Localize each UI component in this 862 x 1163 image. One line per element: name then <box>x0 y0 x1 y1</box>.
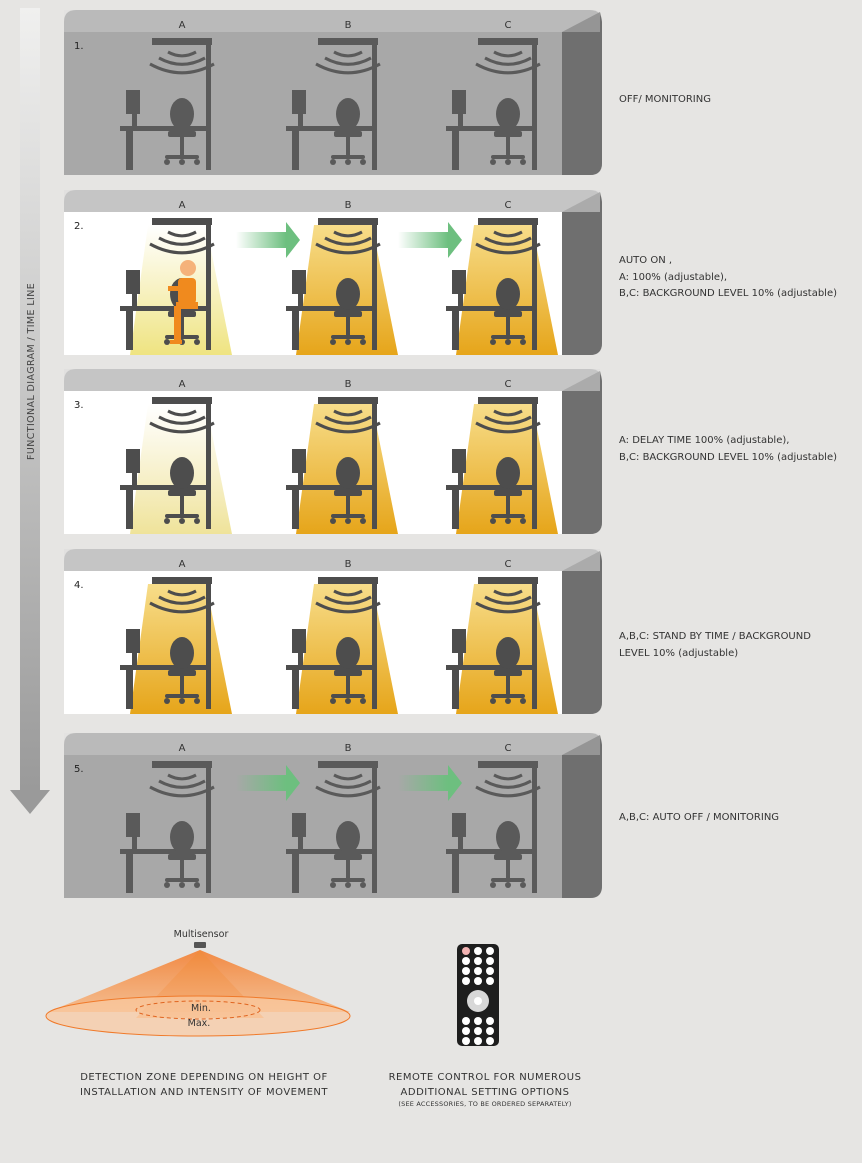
stage-description-5: A,B,C: AUTO OFF / MONITORING <box>619 812 780 823</box>
motion-arrow-1 <box>236 765 300 801</box>
motion-arrow-2 <box>398 765 462 801</box>
column-label-A: A <box>178 200 186 211</box>
remote-caption-line3: (SEE ACCESSORIES, TO BE ORDERED SEPARATE… <box>398 1100 572 1108</box>
column-label-A: A <box>178 379 186 390</box>
step-number: 2. <box>74 221 84 232</box>
workstation-B <box>286 397 381 529</box>
column-label-B: B <box>344 559 352 570</box>
motion-arrow-1 <box>236 222 300 258</box>
column-label-B: B <box>344 200 352 211</box>
timeline-label: FUNCTIONAL DIAGRAM / TIME LINE <box>26 282 37 460</box>
column-label-B: B <box>344 379 352 390</box>
stage-4: A B C 4. <box>64 549 602 714</box>
step-number: 1. <box>74 41 84 52</box>
min-label: Min. <box>191 1003 211 1014</box>
workstation-B <box>286 218 381 350</box>
remote-caption-line1: REMOTE CONTROL FOR NUMEROUS <box>388 1072 582 1083</box>
remote-caption: REMOTE CONTROL FOR NUMEROUS ADDITIONAL S… <box>355 1070 615 1109</box>
stage-3: A B C 3. <box>64 369 602 534</box>
column-label-A: A <box>178 743 186 754</box>
timeline-arrow <box>10 8 50 814</box>
column-label-C: C <box>504 200 512 211</box>
workstation-C <box>446 218 541 350</box>
stage-2: A B C 2. <box>64 190 602 355</box>
workstation-A <box>120 38 215 170</box>
sensor-icon <box>194 942 206 948</box>
person-icon <box>168 260 198 344</box>
step-number: 3. <box>74 400 84 411</box>
step-number: 5. <box>74 764 84 775</box>
stage-5: A B C 5. <box>64 733 602 898</box>
column-label-C: C <box>504 20 512 31</box>
column-label-C: C <box>504 559 512 570</box>
detection-zone-diagram <box>45 942 351 1037</box>
step-number: 4. <box>74 580 84 591</box>
workstation-A <box>120 761 215 893</box>
stage-1: A B C 1. <box>64 10 602 175</box>
workstation-C <box>446 577 541 709</box>
motion-arrow-2 <box>398 222 462 258</box>
column-label-B: B <box>344 743 352 754</box>
workstation-A <box>120 577 215 709</box>
workstation-C <box>446 761 541 893</box>
workstation-C <box>446 38 541 170</box>
detection-caption-line1: DETECTION ZONE DEPENDING ON HEIGHT OF <box>80 1072 328 1083</box>
detection-caption: DETECTION ZONE DEPENDING ON HEIGHT OF IN… <box>44 1070 364 1100</box>
remote-caption-line2: ADDITIONAL SETTING OPTIONS <box>400 1087 570 1098</box>
workstation-B <box>286 761 381 893</box>
column-label-C: C <box>504 379 512 390</box>
column-label-A: A <box>178 559 186 570</box>
stage-description-2: AUTO ON , A: 100% (adjustable), B,C: BAC… <box>619 255 838 299</box>
column-label-A: A <box>178 20 186 31</box>
stage-description-3: A: DELAY TIME 100% (adjustable), B,C: BA… <box>619 435 838 463</box>
multisensor-label: Multisensor <box>173 929 229 940</box>
column-label-B: B <box>344 20 352 31</box>
workstation-B <box>286 38 381 170</box>
detection-caption-line2: INSTALLATION AND INTENSITY OF MOVEMENT <box>79 1087 329 1098</box>
stage-description-4: A,B,C: STAND BY TIME / BACKGROUND LEVEL … <box>619 631 811 659</box>
stage-description-1: OFF/ MONITORING <box>619 94 711 105</box>
remote-control-icon <box>457 944 499 1046</box>
column-label-C: C <box>504 743 512 754</box>
workstation-A <box>120 397 215 529</box>
max-label: Max. <box>187 1018 211 1029</box>
workstation-B <box>286 577 381 709</box>
workstation-C <box>446 397 541 529</box>
